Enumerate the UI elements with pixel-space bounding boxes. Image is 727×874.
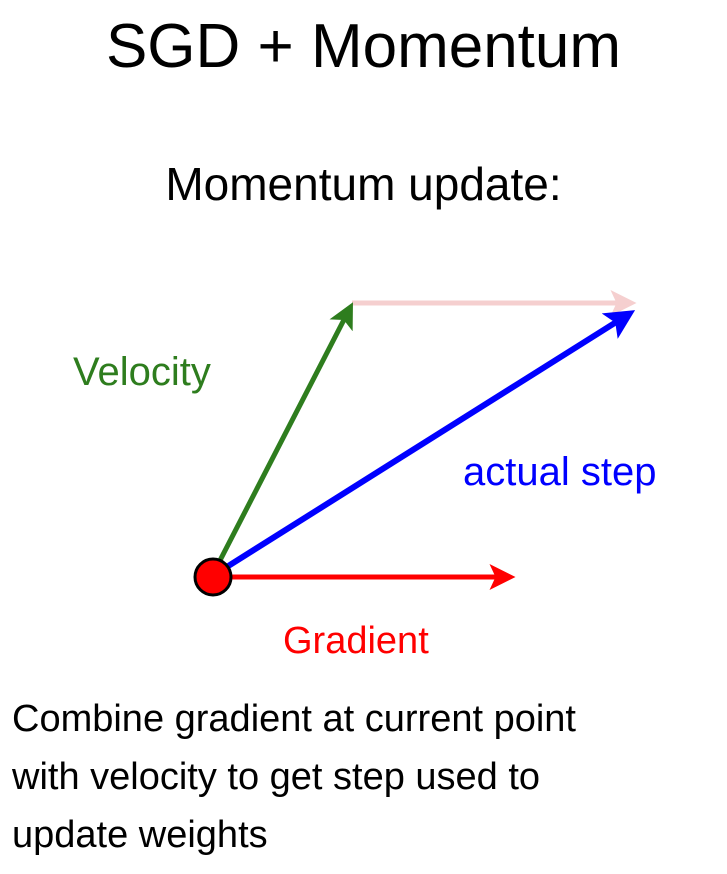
actual-step-arrow xyxy=(212,310,636,578)
slide-body-text: Combine gradient at current point with v… xyxy=(12,690,722,864)
momentum-update-vector-diagram xyxy=(0,270,727,620)
body-line: Combine gradient at current point xyxy=(12,698,576,740)
actual-step-label: actual step xyxy=(463,450,657,494)
body-line: update weights xyxy=(12,814,268,856)
velocity-arrow xyxy=(210,302,353,576)
vector-diagram-svg xyxy=(193,290,637,597)
page-title: SGD + Momentum xyxy=(105,12,622,81)
velocity-label: Velocity xyxy=(73,350,211,394)
gradient-label: Gradient xyxy=(283,620,429,662)
slide-subtitle: Momentum update: xyxy=(165,158,562,210)
body-line: with velocity to get step used to xyxy=(12,756,541,798)
origin-dot xyxy=(193,557,233,597)
